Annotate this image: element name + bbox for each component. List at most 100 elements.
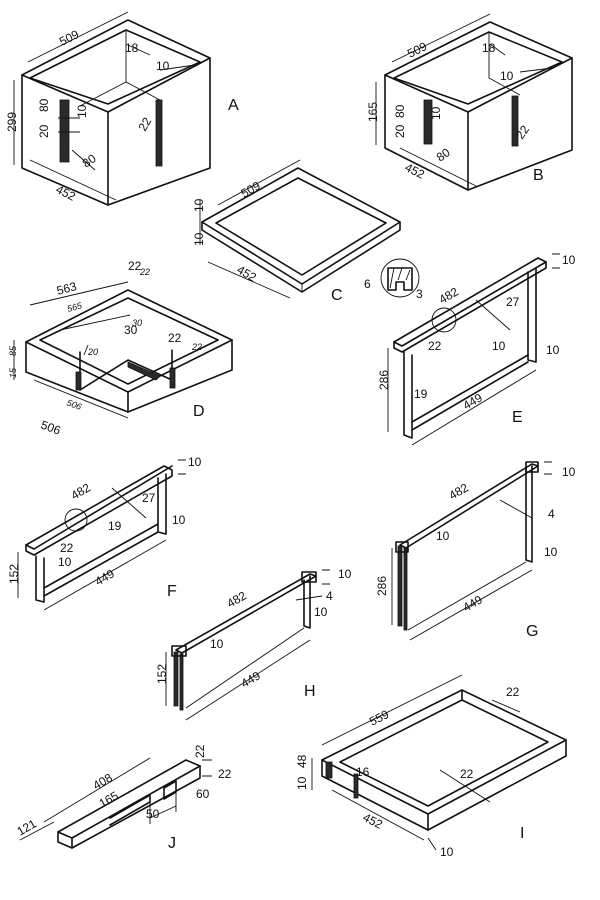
d-dim-depth: 506 xyxy=(39,418,63,438)
f-dim-length: 449 xyxy=(93,566,118,588)
a-part-label: A xyxy=(228,97,239,114)
f-dim-inner: 19 xyxy=(108,519,122,533)
g-dim-height: 286 xyxy=(375,576,389,596)
c-part-label: C xyxy=(331,287,343,304)
a-dim-handle-h: 10 xyxy=(75,104,89,118)
part-j-notched-bar: 408 22 22 165 60 50 121 J xyxy=(15,744,232,852)
b-dim-rebate: 10 xyxy=(500,69,514,83)
i-dim-rim: 22 xyxy=(506,685,520,699)
b-dim-handle-h: 10 xyxy=(429,106,443,120)
b-dim-width: 509 xyxy=(405,39,429,61)
d-dim-side2: 22 xyxy=(191,342,202,352)
part-g-thin-tall-frame: 10 482 4 10 10 286 449 G xyxy=(375,461,576,641)
h-dim-side: 10 xyxy=(314,605,328,619)
e-dim-width: 482 xyxy=(437,284,462,306)
e-dim-top-bar: 27 xyxy=(506,295,520,309)
h-dim-slat: 4 xyxy=(326,589,333,603)
e-dim-length: 449 xyxy=(461,390,486,412)
j-dim-slot: 50 xyxy=(146,807,160,821)
d-dim-rim1: 22 xyxy=(128,259,142,273)
f-dim-top-bar: 27 xyxy=(142,491,156,505)
f-dim-side-bar: 22 xyxy=(60,541,74,555)
e-detail-groove: 6 xyxy=(364,277,371,291)
f-dim-side: 10 xyxy=(172,513,186,527)
a-dim-slot: 80 xyxy=(80,151,99,170)
j-part-label: J xyxy=(168,835,176,852)
part-e-tall-frame: 10 482 27 22 10 10 286 19 449 6 3 E xyxy=(364,253,576,446)
c-dim-depth: 452 xyxy=(235,262,260,284)
part-i-base-tray: 559 22 48 16 22 10 452 10 I xyxy=(295,674,567,859)
i-dim-length: 559 xyxy=(367,707,391,729)
b-dim-slot: 80 xyxy=(434,145,453,164)
b-dim-handle-w: 80 xyxy=(393,104,407,118)
h-part-label: H xyxy=(304,683,316,700)
d-part-label: D xyxy=(193,403,205,420)
i-part-label: I xyxy=(520,825,524,842)
d-dim-groove: 20 xyxy=(87,347,98,357)
b-dim-height: 165 xyxy=(366,102,380,122)
a-dim-height: 299 xyxy=(5,112,19,132)
j-dim-tail: 121 xyxy=(15,816,40,838)
g-dim-width: 482 xyxy=(447,480,472,502)
f-dim-width: 482 xyxy=(69,480,94,502)
g-dim-top: 10 xyxy=(436,529,450,543)
a-dim-handle-d: 20 xyxy=(37,124,51,138)
i-dim-depth: 452 xyxy=(361,810,385,832)
c-dim-top-thick: 10 xyxy=(192,198,206,212)
i-dim-inner: 16 xyxy=(356,765,370,779)
g-dim-length: 449 xyxy=(461,592,486,614)
part-b-shallow-super: 509 18 10 165 80 10 20 22 80 452 B xyxy=(366,13,573,191)
f-part-label: F xyxy=(167,583,177,600)
c-dim-width: 509 xyxy=(239,178,264,200)
e-dim-bottom: 19 xyxy=(414,387,428,401)
d-dim-outer: 563 xyxy=(55,279,78,298)
i-dim-height: 48 xyxy=(295,754,309,768)
d-dim-inner: 565 xyxy=(66,300,84,314)
e-detail-depth: 3 xyxy=(416,287,423,301)
j-dim-width: 22 xyxy=(193,744,207,758)
d-dim-lip2: 30 xyxy=(132,318,142,328)
d-dim-side1: 22 xyxy=(168,331,182,345)
a-dim-handle-w: 80 xyxy=(37,98,51,112)
b-part-label: B xyxy=(533,167,544,184)
h-dim-height: 152 xyxy=(155,664,169,684)
f-dim-lug: 10 xyxy=(188,455,202,469)
a-dim-depth: 452 xyxy=(54,182,78,204)
part-a-hive-body: 509 18 10 299 80 10 20 22 80 452 A xyxy=(5,11,239,206)
b-dim-handle-d: 20 xyxy=(393,124,407,138)
h-dim-width: 482 xyxy=(225,588,250,610)
h-dim-length: 449 xyxy=(239,668,264,690)
a-dim-thickness: 22 xyxy=(135,115,154,134)
g-dim-lug: 10 xyxy=(562,465,576,479)
i-dim-thickness: 22 xyxy=(460,767,474,781)
f-dim-bottom: 10 xyxy=(58,555,72,569)
h-dim-top: 10 xyxy=(210,637,224,651)
d-dim-lip: 30 xyxy=(124,323,138,337)
e-dim-side-bar: 22 xyxy=(428,339,442,353)
j-dim-height: 22 xyxy=(218,767,232,781)
e-dim-inner: 10 xyxy=(492,339,506,353)
b-dim-wall: 18 xyxy=(482,41,496,55)
d-dim-height: 85 xyxy=(8,345,18,356)
g-part-label: G xyxy=(526,623,538,640)
j-dim-end: 60 xyxy=(196,787,210,801)
j-dim-notch: 165 xyxy=(97,788,122,810)
h-dim-lug: 10 xyxy=(338,567,352,581)
part-h-thin-short-frame: 10 482 4 10 10 152 449 H xyxy=(155,567,352,721)
a-dim-rebate: 10 xyxy=(156,59,170,73)
e-dim-height: 286 xyxy=(377,370,391,390)
part-d-tray: 563 22 22 565 30 30 20 22 22 85 15 506 5… xyxy=(8,259,233,438)
g-dim-slat: 4 xyxy=(548,507,555,521)
e-part-label: E xyxy=(512,409,523,426)
e-dim-lug: 10 xyxy=(562,253,576,267)
e-dim-side: 10 xyxy=(546,343,560,357)
a-dim-wall: 18 xyxy=(125,41,139,55)
g-dim-side: 10 xyxy=(544,545,558,559)
part-f-short-frame: 10 482 27 19 22 10 152 10 449 F xyxy=(7,455,202,611)
d-dim-depth-inner: 506 xyxy=(65,397,83,412)
i-dim-lip: 10 xyxy=(440,845,454,859)
f-dim-height: 152 xyxy=(7,564,21,584)
i-dim-base: 10 xyxy=(295,776,309,790)
c-dim-side-thick: 10 xyxy=(192,232,206,246)
